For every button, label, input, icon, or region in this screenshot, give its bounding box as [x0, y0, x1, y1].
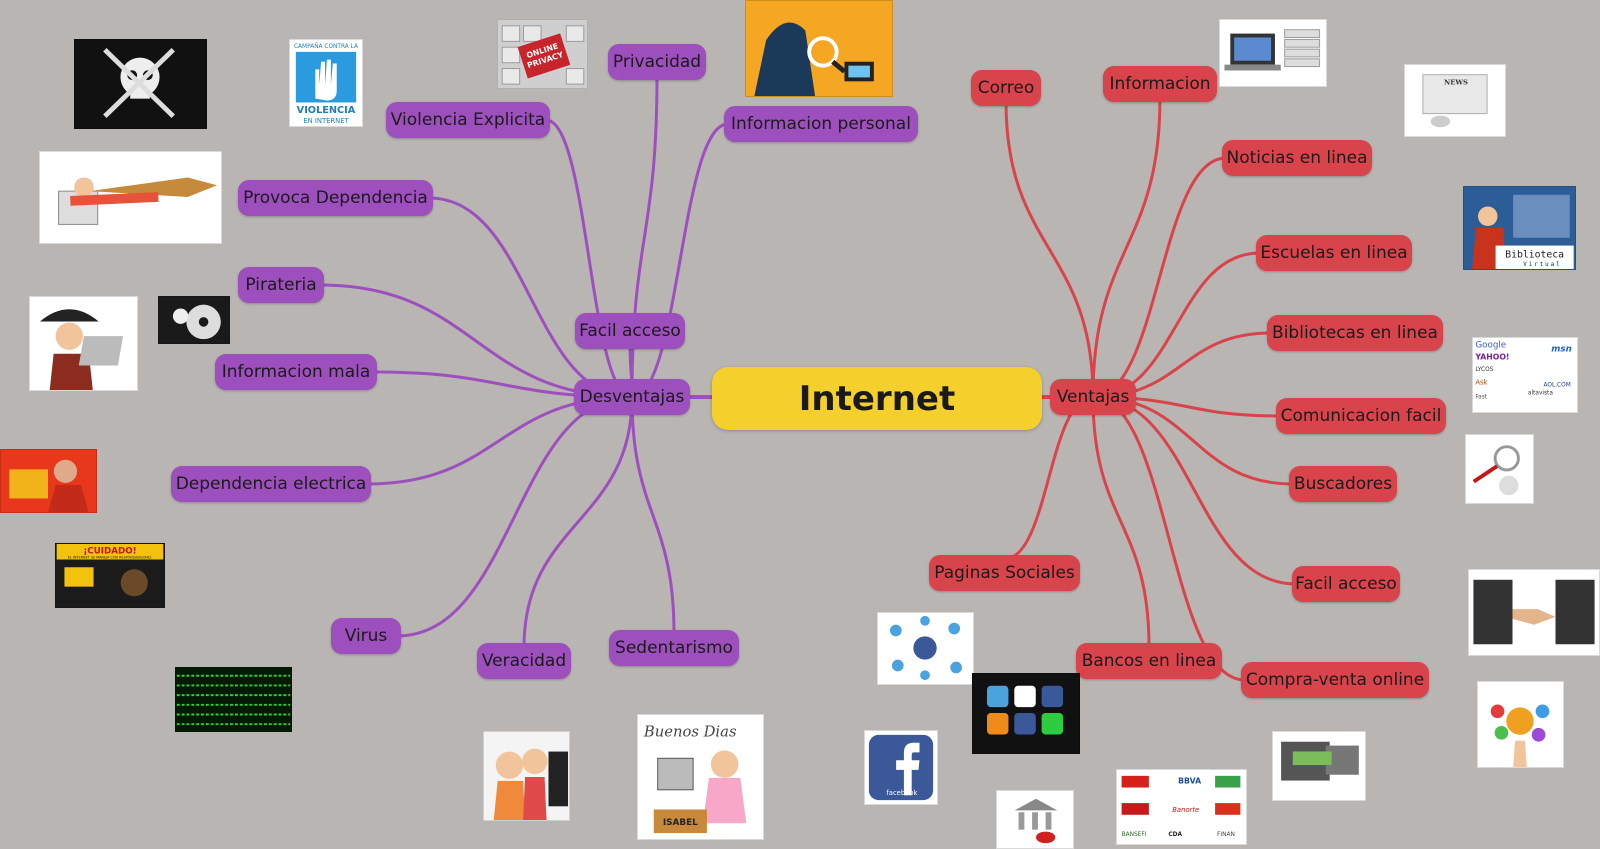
svg-text:VIOLENCIA: VIOLENCIA	[297, 105, 356, 116]
node-correo[interactable]: Correo	[971, 70, 1041, 106]
connector-escuelas-en-linea	[1091, 251, 1262, 399]
svg-text:Banorte: Banorte	[1172, 806, 1199, 814]
search-magnifier-man-icon	[1465, 434, 1534, 504]
pirate-skull-keyboard-icon	[74, 39, 207, 129]
pirate-computer-icon	[29, 296, 138, 391]
connector-facil-acceso-ventaja	[1091, 395, 1298, 586]
svg-text:¡CUIDADO!: ¡CUIDADO!	[83, 547, 136, 557]
connector-correo	[1004, 100, 1095, 399]
warning-banner-icon: ¡CUIDADO!EL INTERNET SE MANEJA CON RESPO…	[55, 543, 165, 608]
shopping-hand-icon	[1477, 681, 1564, 768]
svg-text:EN INTERNET: EN INTERNET	[303, 117, 349, 125]
node-informacion[interactable]: Informacion	[1103, 66, 1217, 102]
dependency-cartoon-icon	[39, 151, 222, 244]
connector-veracidad	[522, 395, 634, 649]
money-screen-icon	[1272, 731, 1366, 801]
node-provoca-dependencia[interactable]: Provoca Dependencia	[238, 180, 433, 216]
svg-text:altavista: altavista	[1528, 390, 1553, 396]
spy-magnifier-icon	[745, 0, 893, 97]
svg-text:ISABEL: ISABEL	[663, 818, 698, 828]
svg-text:facebook: facebook	[886, 789, 917, 797]
connector-violencia-explicita	[544, 118, 634, 399]
svg-text:LYCOS: LYCOS	[1475, 367, 1493, 373]
connector-sedentarismo	[630, 395, 676, 636]
svg-text:Buenos Dias: Buenos Dias	[643, 724, 737, 741]
node-compra-venta-online[interactable]: Compra-venta online	[1241, 662, 1429, 698]
pirate-flag-cd-icon	[158, 296, 230, 344]
svg-text:Virtual: Virtual	[1523, 262, 1561, 268]
svg-text:CAMPAÑA CONTRA LA: CAMPAÑA CONTRA LA	[294, 43, 358, 50]
social-network-globe-icon	[877, 612, 974, 685]
node-facil-acceso-desventaja[interactable]: Facil acceso	[575, 313, 685, 349]
laptop-newspapers-icon	[1219, 19, 1327, 87]
node-desventajas[interactable]: Desventajas	[574, 379, 690, 415]
facebook-logo-icon: facebook	[864, 730, 938, 805]
node-violencia-explicita[interactable]: Violencia Explicita	[386, 102, 550, 138]
handshake-screens-icon	[1468, 569, 1600, 656]
svg-text:YAHOO!: YAHOO!	[1474, 352, 1509, 361]
svg-text:Fast: Fast	[1475, 394, 1487, 400]
node-ventajas[interactable]: Ventajas	[1050, 379, 1136, 415]
social-apps-grid-icon	[972, 673, 1080, 754]
svg-text:Ask: Ask	[1475, 379, 1487, 387]
connector-provoca-dependencia	[427, 196, 634, 399]
svg-text:msn: msn	[1551, 345, 1572, 355]
svg-text:FINAN: FINAN	[1217, 832, 1235, 838]
connector-virus	[395, 395, 634, 638]
connector-informacion	[1091, 96, 1162, 399]
node-bibliotecas-en-linea[interactable]: Bibliotecas en linea	[1267, 315, 1443, 351]
node-buscadores[interactable]: Buscadores	[1289, 466, 1397, 502]
virus-matrix-code-icon	[175, 667, 292, 732]
node-informacion-personal[interactable]: Informacion personal	[724, 106, 918, 142]
kids-computer-icon	[483, 731, 570, 821]
svg-text:Biblioteca: Biblioteca	[1505, 249, 1564, 260]
connector-informacion-personal	[630, 122, 730, 399]
node-bancos-en-linea[interactable]: Bancos en linea	[1076, 643, 1222, 679]
bank-mouse-icon	[996, 790, 1074, 849]
newspaper-mouse-icon: NEWS	[1404, 64, 1506, 137]
svg-text:EL INTERNET SE MANEJA CON RESP: EL INTERNET SE MANEJA CON RESPONSABILIDA…	[68, 556, 152, 560]
svg-text:NEWS: NEWS	[1444, 78, 1468, 86]
svg-text:BANSEFI: BANSEFI	[1122, 832, 1147, 838]
central-node-internet[interactable]: Internet	[712, 367, 1042, 430]
svg-text:Google: Google	[1475, 341, 1506, 351]
node-facil-acceso-ventaja[interactable]: Facil acceso	[1292, 566, 1400, 602]
user-laptop-icon	[0, 449, 97, 513]
node-sedentarismo[interactable]: Sedentarismo	[609, 630, 739, 666]
node-escuelas-en-linea[interactable]: Escuelas en linea	[1256, 235, 1412, 271]
svg-text:CDA: CDA	[1168, 832, 1182, 838]
node-veracidad[interactable]: Veracidad	[477, 643, 571, 679]
connector-bancos-en-linea	[1091, 395, 1151, 649]
node-informacion-mala[interactable]: Informacion mala	[215, 354, 377, 390]
node-dependencia-electrica[interactable]: Dependencia electrica	[171, 466, 371, 502]
node-privacidad[interactable]: Privacidad	[608, 44, 706, 80]
svg-text:BBVA: BBVA	[1178, 777, 1201, 786]
node-pirateria[interactable]: Pirateria	[238, 267, 324, 303]
node-noticias-en-linea[interactable]: Noticias en linea	[1222, 140, 1372, 176]
svg-text:AOL.COM: AOL.COM	[1544, 383, 1571, 389]
node-paginas-sociales[interactable]: Paginas Sociales	[929, 555, 1080, 591]
node-virus[interactable]: Virus	[331, 618, 401, 654]
node-comunicacion-facil[interactable]: Comunicacion facil	[1276, 398, 1446, 434]
